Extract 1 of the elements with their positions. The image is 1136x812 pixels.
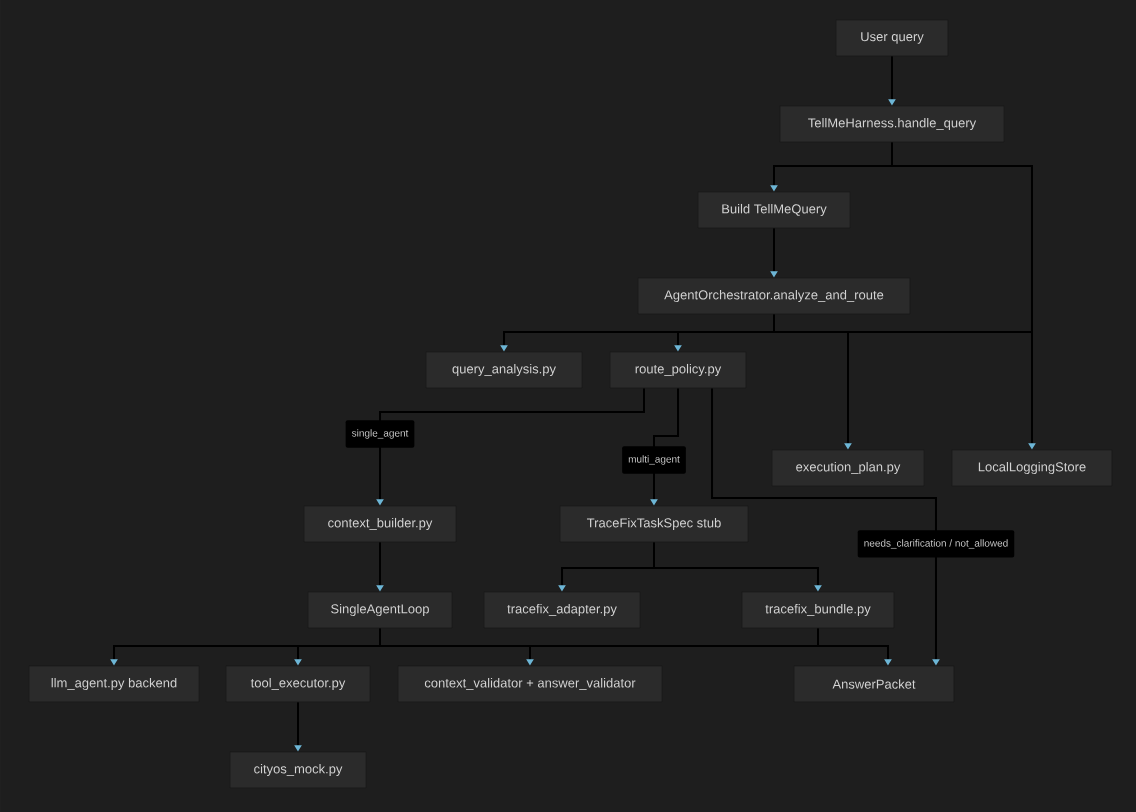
- connector-line: [891, 165, 1033, 333]
